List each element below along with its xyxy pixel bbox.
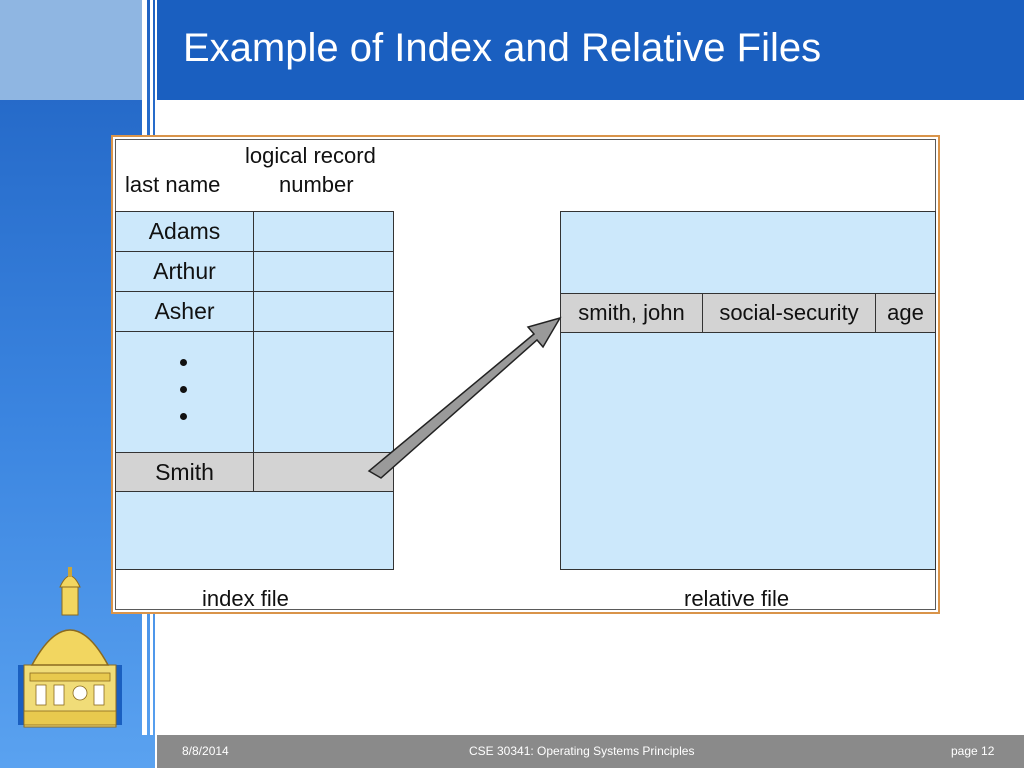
header-last-name: last name <box>125 172 221 197</box>
title-bar <box>157 0 1024 100</box>
arrow-shape <box>367 316 562 479</box>
ellipsis-dot <box>180 359 187 366</box>
index-row: Adams <box>116 212 393 252</box>
footer-course: CSE 30341: Operating Systems Principles <box>469 744 695 758</box>
golden-dome-logo <box>18 567 122 728</box>
relative-record-row: smith, john social-security age <box>561 293 935 333</box>
index-row: Asher <box>116 292 393 332</box>
footer-bar <box>157 735 1024 768</box>
index-column-divider <box>253 453 254 491</box>
record-field-ssn: social-security <box>703 294 876 332</box>
index-column-divider <box>253 212 254 491</box>
record-field-age: age <box>887 300 924 325</box>
index-row-name: Smith <box>155 459 214 485</box>
ellipsis-dot <box>180 386 187 393</box>
index-row-smith: Smith <box>116 452 393 492</box>
relative-file-caption: relative file <box>684 586 790 611</box>
index-row-name: Asher <box>154 298 215 324</box>
index-row-name: Arthur <box>153 258 216 284</box>
footer-page-number: page 12 <box>951 744 995 758</box>
index-row-name: Adams <box>148 218 221 244</box>
ellipsis-dot <box>180 413 187 420</box>
relative-file-table: smith, john social-security age <box>560 211 936 570</box>
left-top-block <box>0 0 142 100</box>
footer-date: 8/8/2014 <box>182 744 229 758</box>
header-number: number <box>279 172 354 197</box>
index-file-caption: index file <box>202 586 289 611</box>
index-file-table: Adams Arthur Asher Smith <box>115 211 394 570</box>
record-field-name: smith, john <box>561 294 703 332</box>
header-logical-record: logical record <box>245 143 376 168</box>
index-row: Arthur <box>116 252 393 292</box>
title-underline <box>157 100 1024 104</box>
slide-title: Example of Index and Relative Files <box>183 26 822 70</box>
